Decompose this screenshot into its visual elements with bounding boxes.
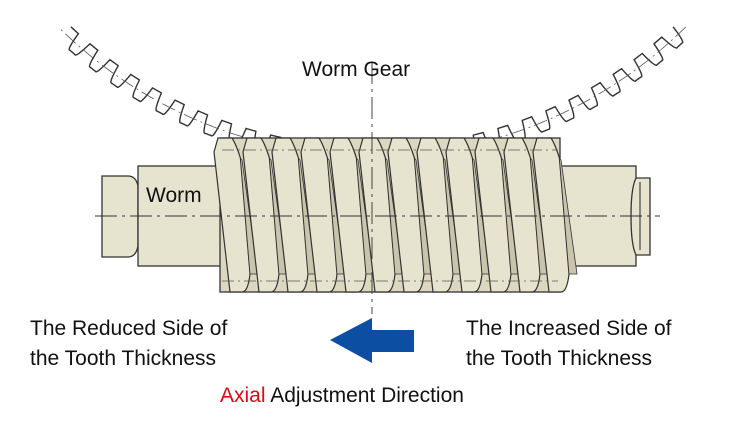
worm-thread-body (213, 137, 578, 293)
increased-side-line2: the Tooth Thickness (466, 347, 653, 370)
axial-adjustment-caption: Axial Adjustment Direction (220, 381, 464, 411)
adjustment-direction-text: Adjustment Direction (265, 384, 464, 407)
axial-word: Axial (220, 384, 266, 407)
reduced-side-line1: The Reduced Side of (30, 317, 228, 340)
worm-label: Worm (146, 184, 202, 207)
shaft-left-end (101, 175, 139, 258)
increased-side-caption: The Increased Side of the Tooth Thicknes… (466, 314, 671, 374)
increased-side-line1: The Increased Side of (466, 317, 672, 340)
worm-gear-label: Worm Gear (302, 58, 411, 81)
reduced-side-caption: The Reduced Side of the Tooth Thickness (30, 314, 227, 374)
worm-threads (213, 137, 578, 293)
reduced-side-line2: the Tooth Thickness (30, 347, 217, 370)
axial-direction-arrow (330, 318, 414, 363)
